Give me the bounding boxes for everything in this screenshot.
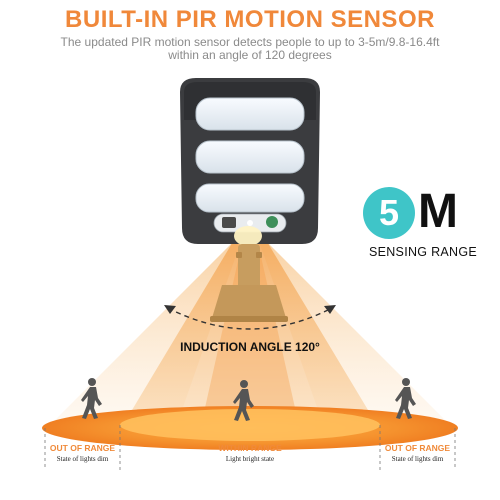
walking-person-icon bbox=[81, 378, 102, 419]
sensor-glow bbox=[234, 226, 262, 246]
sensing-range-number: 5 bbox=[363, 187, 415, 239]
induction-angle-arc bbox=[167, 307, 333, 330]
zone-left: OUT OF RANGE State of lights dim bbox=[45, 443, 120, 463]
page-title: BUILT-IN PIR MOTION SENSOR bbox=[65, 6, 435, 33]
zone-right-title: OUT OF RANGE bbox=[384, 443, 451, 453]
mounting-bracket bbox=[210, 244, 288, 322]
induction-angle-label: INDUCTION ANGLE 120° bbox=[180, 340, 320, 354]
zone-middle-title: WITHIN RANGE bbox=[218, 443, 282, 453]
zone-right: OUT OF RANGE State of lights dim bbox=[380, 443, 455, 463]
beam-center bbox=[120, 230, 380, 430]
zone-middle-subtitle: Light bright state bbox=[225, 455, 275, 463]
zone-left-subtitle: State of lights dim bbox=[56, 455, 109, 463]
lamp-head bbox=[180, 78, 320, 244]
zone-right-subtitle: State of lights dim bbox=[391, 455, 444, 463]
zone-left-title: OUT OF RANGE bbox=[49, 443, 116, 453]
ground-inner-ellipse bbox=[120, 409, 380, 441]
sensing-range-label: SENSING RANGE bbox=[368, 245, 478, 259]
page-subtitle: The updated PIR motion sensor detects pe… bbox=[60, 35, 440, 62]
walking-person-icon bbox=[395, 378, 416, 419]
zone-middle: WITHIN RANGE Light bright state bbox=[185, 443, 315, 463]
walking-person-icon bbox=[233, 380, 254, 421]
sensing-range-unit: M bbox=[418, 185, 458, 238]
